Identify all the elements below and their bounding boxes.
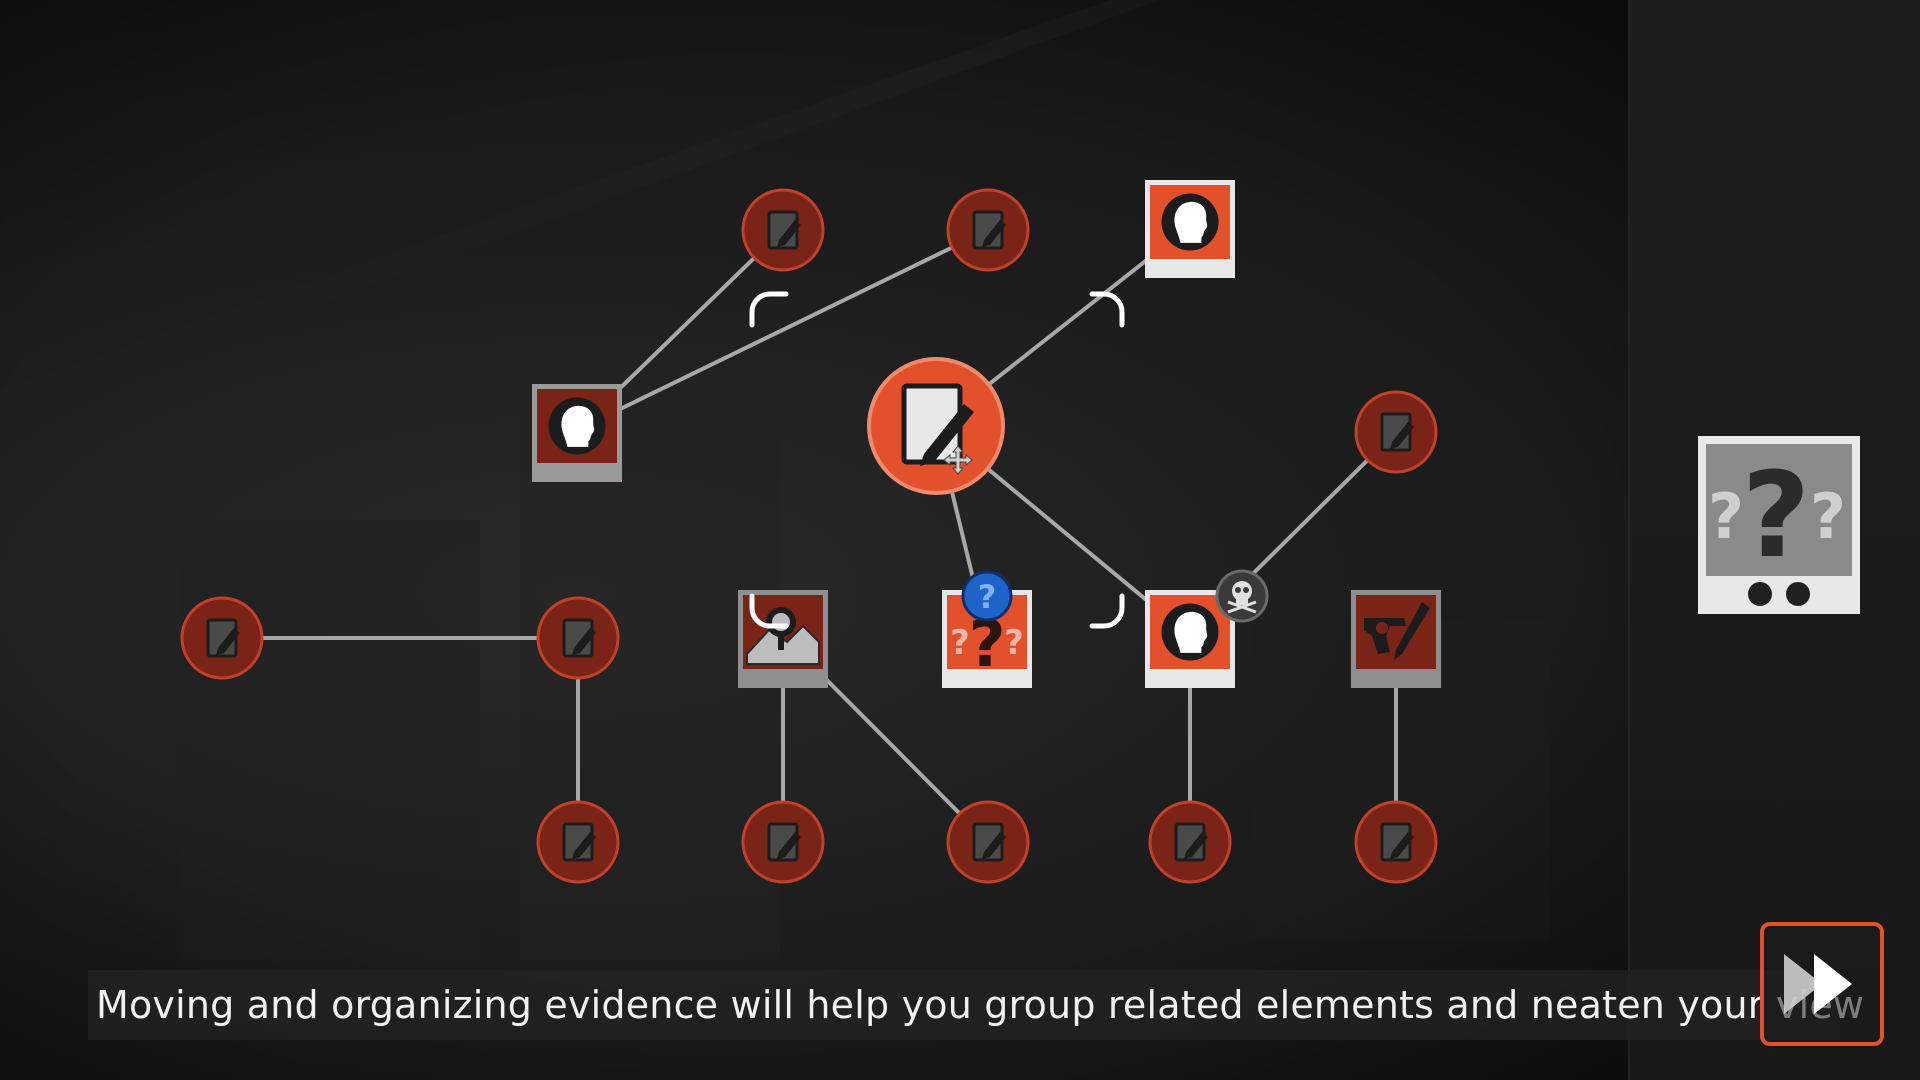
note-node-bottom-1[interactable]: [536, 800, 620, 884]
svg-text:?: ?: [1742, 446, 1810, 584]
notepad-pencil-icon: [1380, 822, 1416, 862]
pending-unknown-card[interactable]: ? ? ?: [1698, 436, 1860, 614]
fast-forward-button[interactable]: [1760, 922, 1884, 1046]
evidence-side-panel: ? ? ?: [1628, 0, 1920, 1080]
skull-icon: [1215, 569, 1269, 623]
notepad-pencil-icon: [562, 618, 598, 658]
note-node-top-b[interactable]: [946, 188, 1030, 272]
svg-text:?: ?: [1004, 623, 1024, 663]
svg-text:?: ?: [950, 623, 970, 663]
note-node-bottom-5[interactable]: [1354, 800, 1438, 884]
note-node-top-a[interactable]: [741, 188, 825, 272]
svg-text:?: ?: [978, 578, 997, 616]
weapon-card[interactable]: [1351, 590, 1441, 688]
unknown-card[interactable]: ? ? ? ?: [942, 570, 1032, 688]
svg-text:?: ?: [1810, 480, 1846, 553]
victim-card[interactable]: [1145, 569, 1269, 688]
head-silhouette-icon: [548, 397, 606, 455]
notepad-pencil-icon: [767, 210, 803, 250]
note-node-mid-left[interactable]: [536, 596, 620, 680]
suspect-card-left[interactable]: [532, 384, 622, 482]
head-silhouette-icon: [1161, 193, 1219, 251]
move-cursor-icon: [943, 445, 973, 475]
evidence-board: ? ? ? ?: [180, 180, 1441, 884]
head-silhouette-icon: [1161, 603, 1219, 661]
side-panel-content: ? ? ?: [1698, 436, 1860, 614]
suspect-card-top[interactable]: [1145, 180, 1235, 278]
svg-text:?: ?: [1708, 480, 1744, 553]
notepad-pencil-icon: [972, 210, 1008, 250]
notepad-pencil-icon: [972, 822, 1008, 862]
note-node-right-high[interactable]: [1354, 390, 1438, 474]
question-marks-icon: ? ? ?: [1708, 446, 1846, 584]
subtitle-bar: [88, 970, 1840, 1040]
notepad-pencil-icon: [1380, 412, 1416, 452]
revolver-knife-icon: [1364, 602, 1430, 660]
note-node-bottom-2[interactable]: [741, 800, 825, 884]
center-note[interactable]: [867, 357, 1005, 495]
fast-forward-icon: [1784, 954, 1852, 1014]
note-node-far-left[interactable]: [180, 596, 264, 680]
notepad-pencil-icon: [767, 822, 803, 862]
notepad-pencil-icon: [562, 822, 598, 862]
subtitle-text: Moving and organizing evidence will help…: [96, 983, 1865, 1027]
question-marks-icon: ? ? ?: [950, 608, 1024, 682]
note-node-bottom-4[interactable]: [1148, 800, 1232, 884]
note-node-bottom-3[interactable]: [946, 800, 1030, 884]
new-info-marker: ?: [961, 570, 1013, 622]
notepad-pencil-icon: [1174, 822, 1210, 862]
selection-bracket: [749, 291, 1125, 629]
notepad-pencil-icon: [206, 618, 242, 658]
evidence-links: [220, 224, 1398, 844]
map-pin-icon: [746, 607, 820, 665]
